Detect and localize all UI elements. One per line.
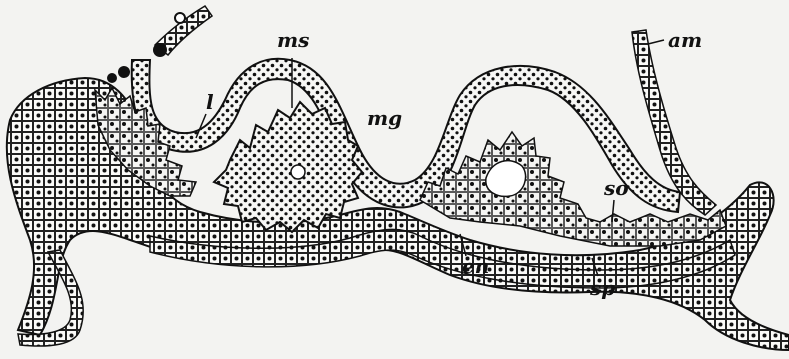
label-l: l [206, 92, 214, 112]
label-so: so [604, 178, 629, 198]
stalk-bead [153, 43, 167, 57]
stalk-bead [175, 13, 185, 23]
label-am: am [668, 30, 702, 50]
midgut-wall [132, 59, 680, 212]
label-mg: mg [367, 108, 402, 128]
mesoderm-core [291, 165, 305, 179]
stalk-bead [107, 73, 117, 83]
stalk-bead [118, 66, 130, 78]
label-en: en [462, 256, 489, 276]
label-ms: ms [277, 30, 309, 50]
leader-am [648, 40, 664, 44]
label-sp: sp [590, 278, 615, 298]
